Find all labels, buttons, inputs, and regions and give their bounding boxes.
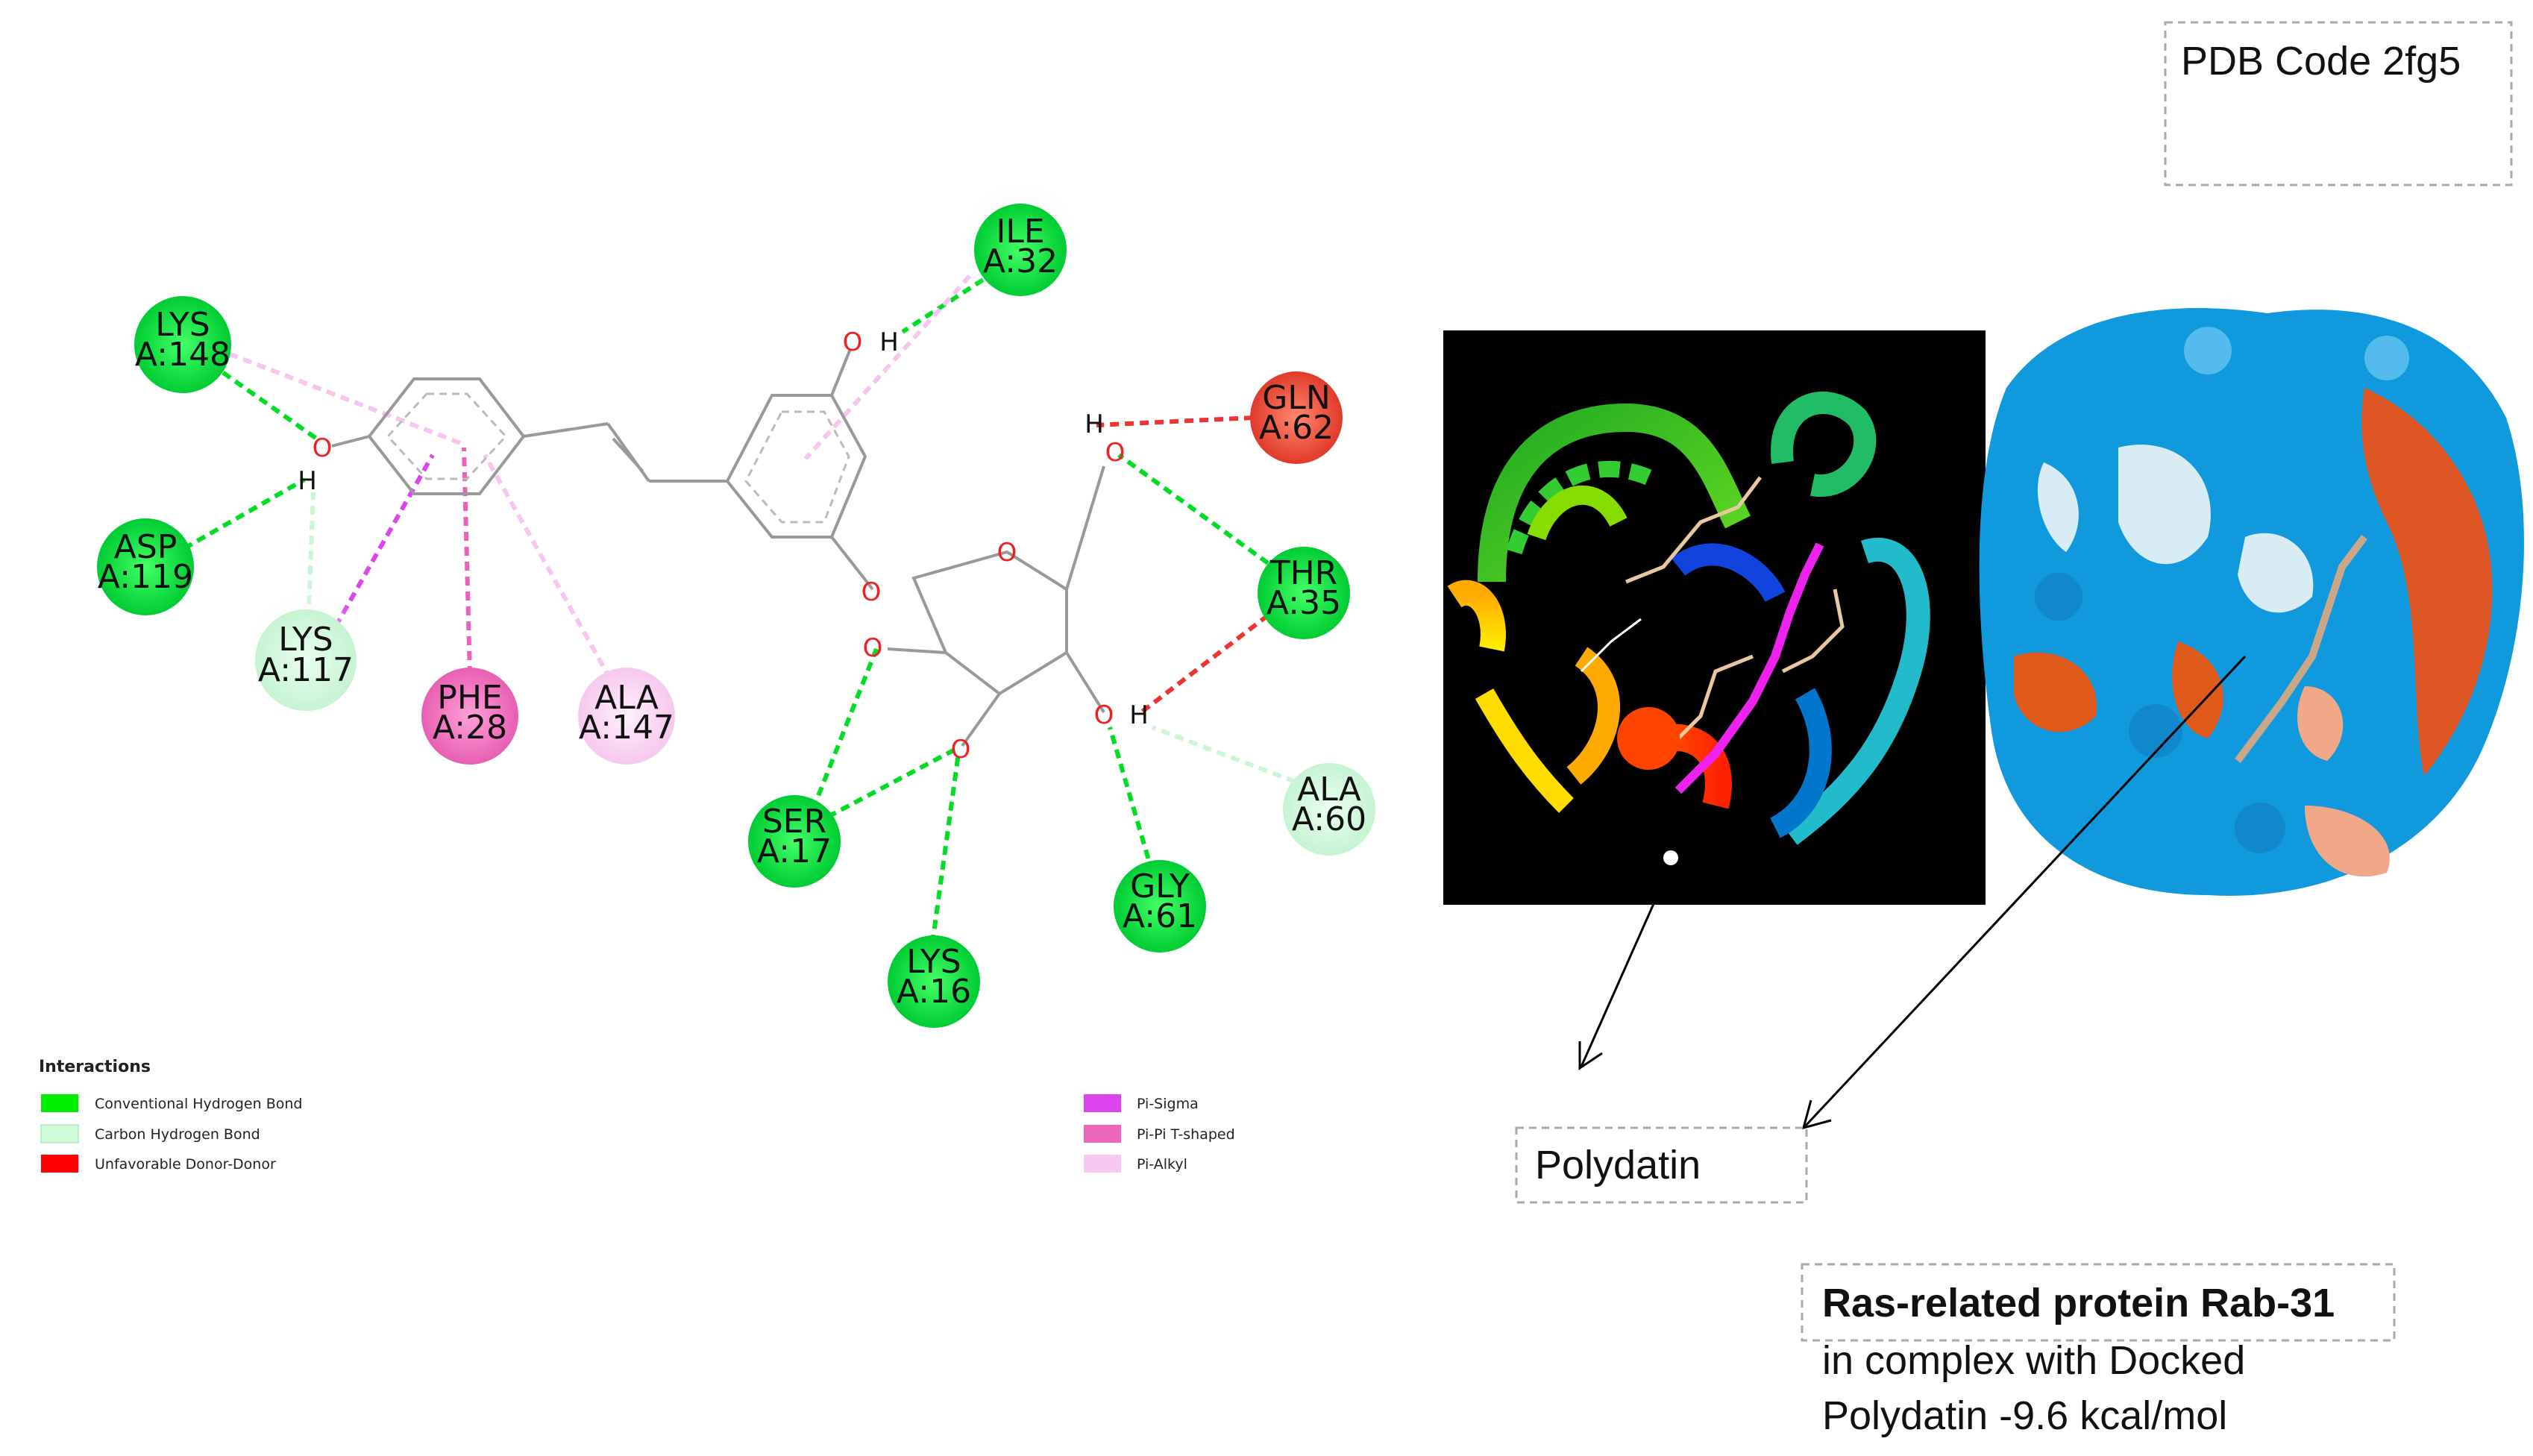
bond-phe28-ring bbox=[462, 447, 472, 676]
bond-lys117-h bbox=[305, 492, 316, 650]
bond-ile32-h bbox=[901, 277, 985, 334]
svg-text:GLN: GLN bbox=[1262, 379, 1331, 417]
caption-title: Ras-related protein Rab-31 bbox=[1822, 1281, 2335, 1325]
atom-h-ch2oh: H bbox=[1085, 410, 1104, 439]
bond-gln62-h bbox=[1096, 415, 1254, 427]
residue-phe28: PHE A:28 bbox=[421, 668, 518, 765]
atom-h-phenol-b: H bbox=[879, 327, 899, 357]
svg-text:THR: THR bbox=[1269, 554, 1338, 592]
atom-o-c4: O bbox=[1094, 700, 1114, 730]
caption-line-2: in complex with Docked bbox=[1822, 1338, 2245, 1383]
atom-h-phenol-a: H bbox=[298, 466, 317, 496]
arrow-to-polydatin-right bbox=[1804, 655, 2247, 1128]
svg-text:A:60: A:60 bbox=[1292, 800, 1366, 838]
svg-text:LYS: LYS bbox=[278, 621, 333, 659]
atom-o-glycoside: O bbox=[861, 577, 882, 607]
residue-lys148: LYS A:148 bbox=[134, 296, 231, 393]
legend-item-pi-sigma: Pi-Sigma bbox=[1084, 1094, 1199, 1112]
polydatin-label: Polydatin bbox=[1535, 1143, 1701, 1187]
residue-lys16: LYS A:16 bbox=[888, 935, 980, 1028]
sugar-ring bbox=[911, 550, 1068, 696]
svg-text:Conventional Hydrogen Bond: Conventional Hydrogen Bond bbox=[95, 1096, 302, 1112]
svg-text:A:147: A:147 bbox=[579, 709, 674, 747]
svg-text:Pi-Pi T-shaped: Pi-Pi T-shaped bbox=[1137, 1126, 1235, 1143]
svg-text:A:62: A:62 bbox=[1259, 409, 1334, 447]
residue-ala147: ALA A:147 bbox=[578, 668, 675, 765]
bond-ser17-o2 bbox=[826, 747, 956, 819]
bond-lys117-ring bbox=[333, 454, 435, 628]
svg-text:PHE: PHE bbox=[437, 679, 502, 717]
bond-ser17-o1 bbox=[811, 647, 879, 811]
bond-gly61-o bbox=[1108, 727, 1155, 873]
svg-text:A:28: A:28 bbox=[433, 709, 507, 747]
caption-line-3: Polydatin -9.6 kcal/mol bbox=[1822, 1393, 2227, 1438]
svg-text:A:117: A:117 bbox=[258, 651, 354, 689]
svg-text:Carbon Hydrogen Bond: Carbon Hydrogen Bond bbox=[95, 1126, 260, 1143]
surface-render bbox=[1979, 308, 2524, 896]
arrow-to-polydatin-left bbox=[1580, 898, 1657, 1067]
legend-item-pi-alkyl: Pi-Alkyl bbox=[1084, 1155, 1187, 1173]
svg-text:A:17: A:17 bbox=[757, 832, 832, 870]
residue-lys117: LYS A:117 bbox=[255, 609, 357, 711]
atom-o-ring: O bbox=[997, 538, 1017, 568]
svg-text:LYS: LYS bbox=[155, 306, 210, 344]
residue-thr35: THR A:35 bbox=[1258, 547, 1350, 639]
bond-ala60-h bbox=[1151, 725, 1311, 789]
atom-o-phenol-a: O bbox=[313, 433, 333, 463]
pdb-code-text: PDB Code 2fg5 bbox=[2181, 39, 2461, 84]
svg-text:ILE: ILE bbox=[996, 213, 1044, 251]
caption-title-box bbox=[1801, 1263, 2396, 1342]
ligand-structure bbox=[331, 348, 1105, 747]
atom-o-c2: O bbox=[863, 633, 883, 663]
bond-ala147-ring bbox=[483, 454, 612, 680]
atom-o-c3: O bbox=[951, 735, 971, 765]
svg-text:A:35: A:35 bbox=[1266, 584, 1341, 622]
bond-lys148-ring bbox=[200, 341, 464, 446]
residue-ile32: ILE A:32 bbox=[974, 204, 1067, 296]
legend-item-conventional: Conventional Hydrogen Bond bbox=[41, 1094, 302, 1112]
residue-gly61: GLY A:61 bbox=[1114, 860, 1206, 953]
svg-text:A:119: A:119 bbox=[98, 558, 193, 596]
svg-text:Unfavorable Donor-Donor: Unfavorable Donor-Donor bbox=[95, 1156, 276, 1173]
svg-text:GLY: GLY bbox=[1130, 867, 1190, 906]
bond-lys16-o bbox=[930, 753, 961, 944]
atom-h-c4: H bbox=[1129, 700, 1149, 730]
svg-text:A:148: A:148 bbox=[135, 336, 230, 374]
polydatin-box bbox=[1515, 1126, 1808, 1204]
bond-thr35-o bbox=[1117, 453, 1269, 565]
residue-gln62: GLN A:62 bbox=[1250, 371, 1343, 464]
svg-text:ALA: ALA bbox=[1297, 771, 1361, 809]
atom-o-phenol-b: O bbox=[843, 327, 863, 357]
svg-text:Pi-Sigma: Pi-Sigma bbox=[1137, 1096, 1199, 1112]
ribbon-render bbox=[1443, 330, 1986, 905]
bond-ile32-ring bbox=[803, 274, 972, 461]
svg-text:A:32: A:32 bbox=[983, 242, 1058, 280]
svg-text:LYS: LYS bbox=[906, 943, 961, 981]
svg-text:A:61: A:61 bbox=[1123, 897, 1197, 935]
legend-item-pi-pi-t: Pi-Pi T-shaped bbox=[1084, 1125, 1235, 1143]
atom-o-ch2oh: O bbox=[1105, 438, 1126, 468]
svg-text:SER: SER bbox=[762, 803, 826, 841]
svg-text:Pi-Alkyl: Pi-Alkyl bbox=[1137, 1156, 1187, 1173]
legend-title: Interactions bbox=[39, 1058, 151, 1076]
bond-lys148-oh bbox=[185, 345, 322, 444]
residue-ser17: SER A:17 bbox=[748, 795, 841, 888]
svg-text:A:16: A:16 bbox=[897, 973, 971, 1011]
bond-thr35-h bbox=[1140, 613, 1269, 715]
residue-ala60: ALA A:60 bbox=[1283, 763, 1375, 856]
legend: Interactions Conventional Hydrogen Bond … bbox=[39, 1058, 1235, 1173]
legend-item-carbon: Carbon Hydrogen Bond bbox=[40, 1124, 260, 1143]
legend-item-unfavorable: Unfavorable Donor-Donor bbox=[41, 1155, 276, 1173]
svg-text:ASP: ASP bbox=[114, 528, 178, 566]
svg-text:ALA: ALA bbox=[594, 679, 659, 717]
residue-asp119: ASP A:119 bbox=[97, 518, 194, 615]
